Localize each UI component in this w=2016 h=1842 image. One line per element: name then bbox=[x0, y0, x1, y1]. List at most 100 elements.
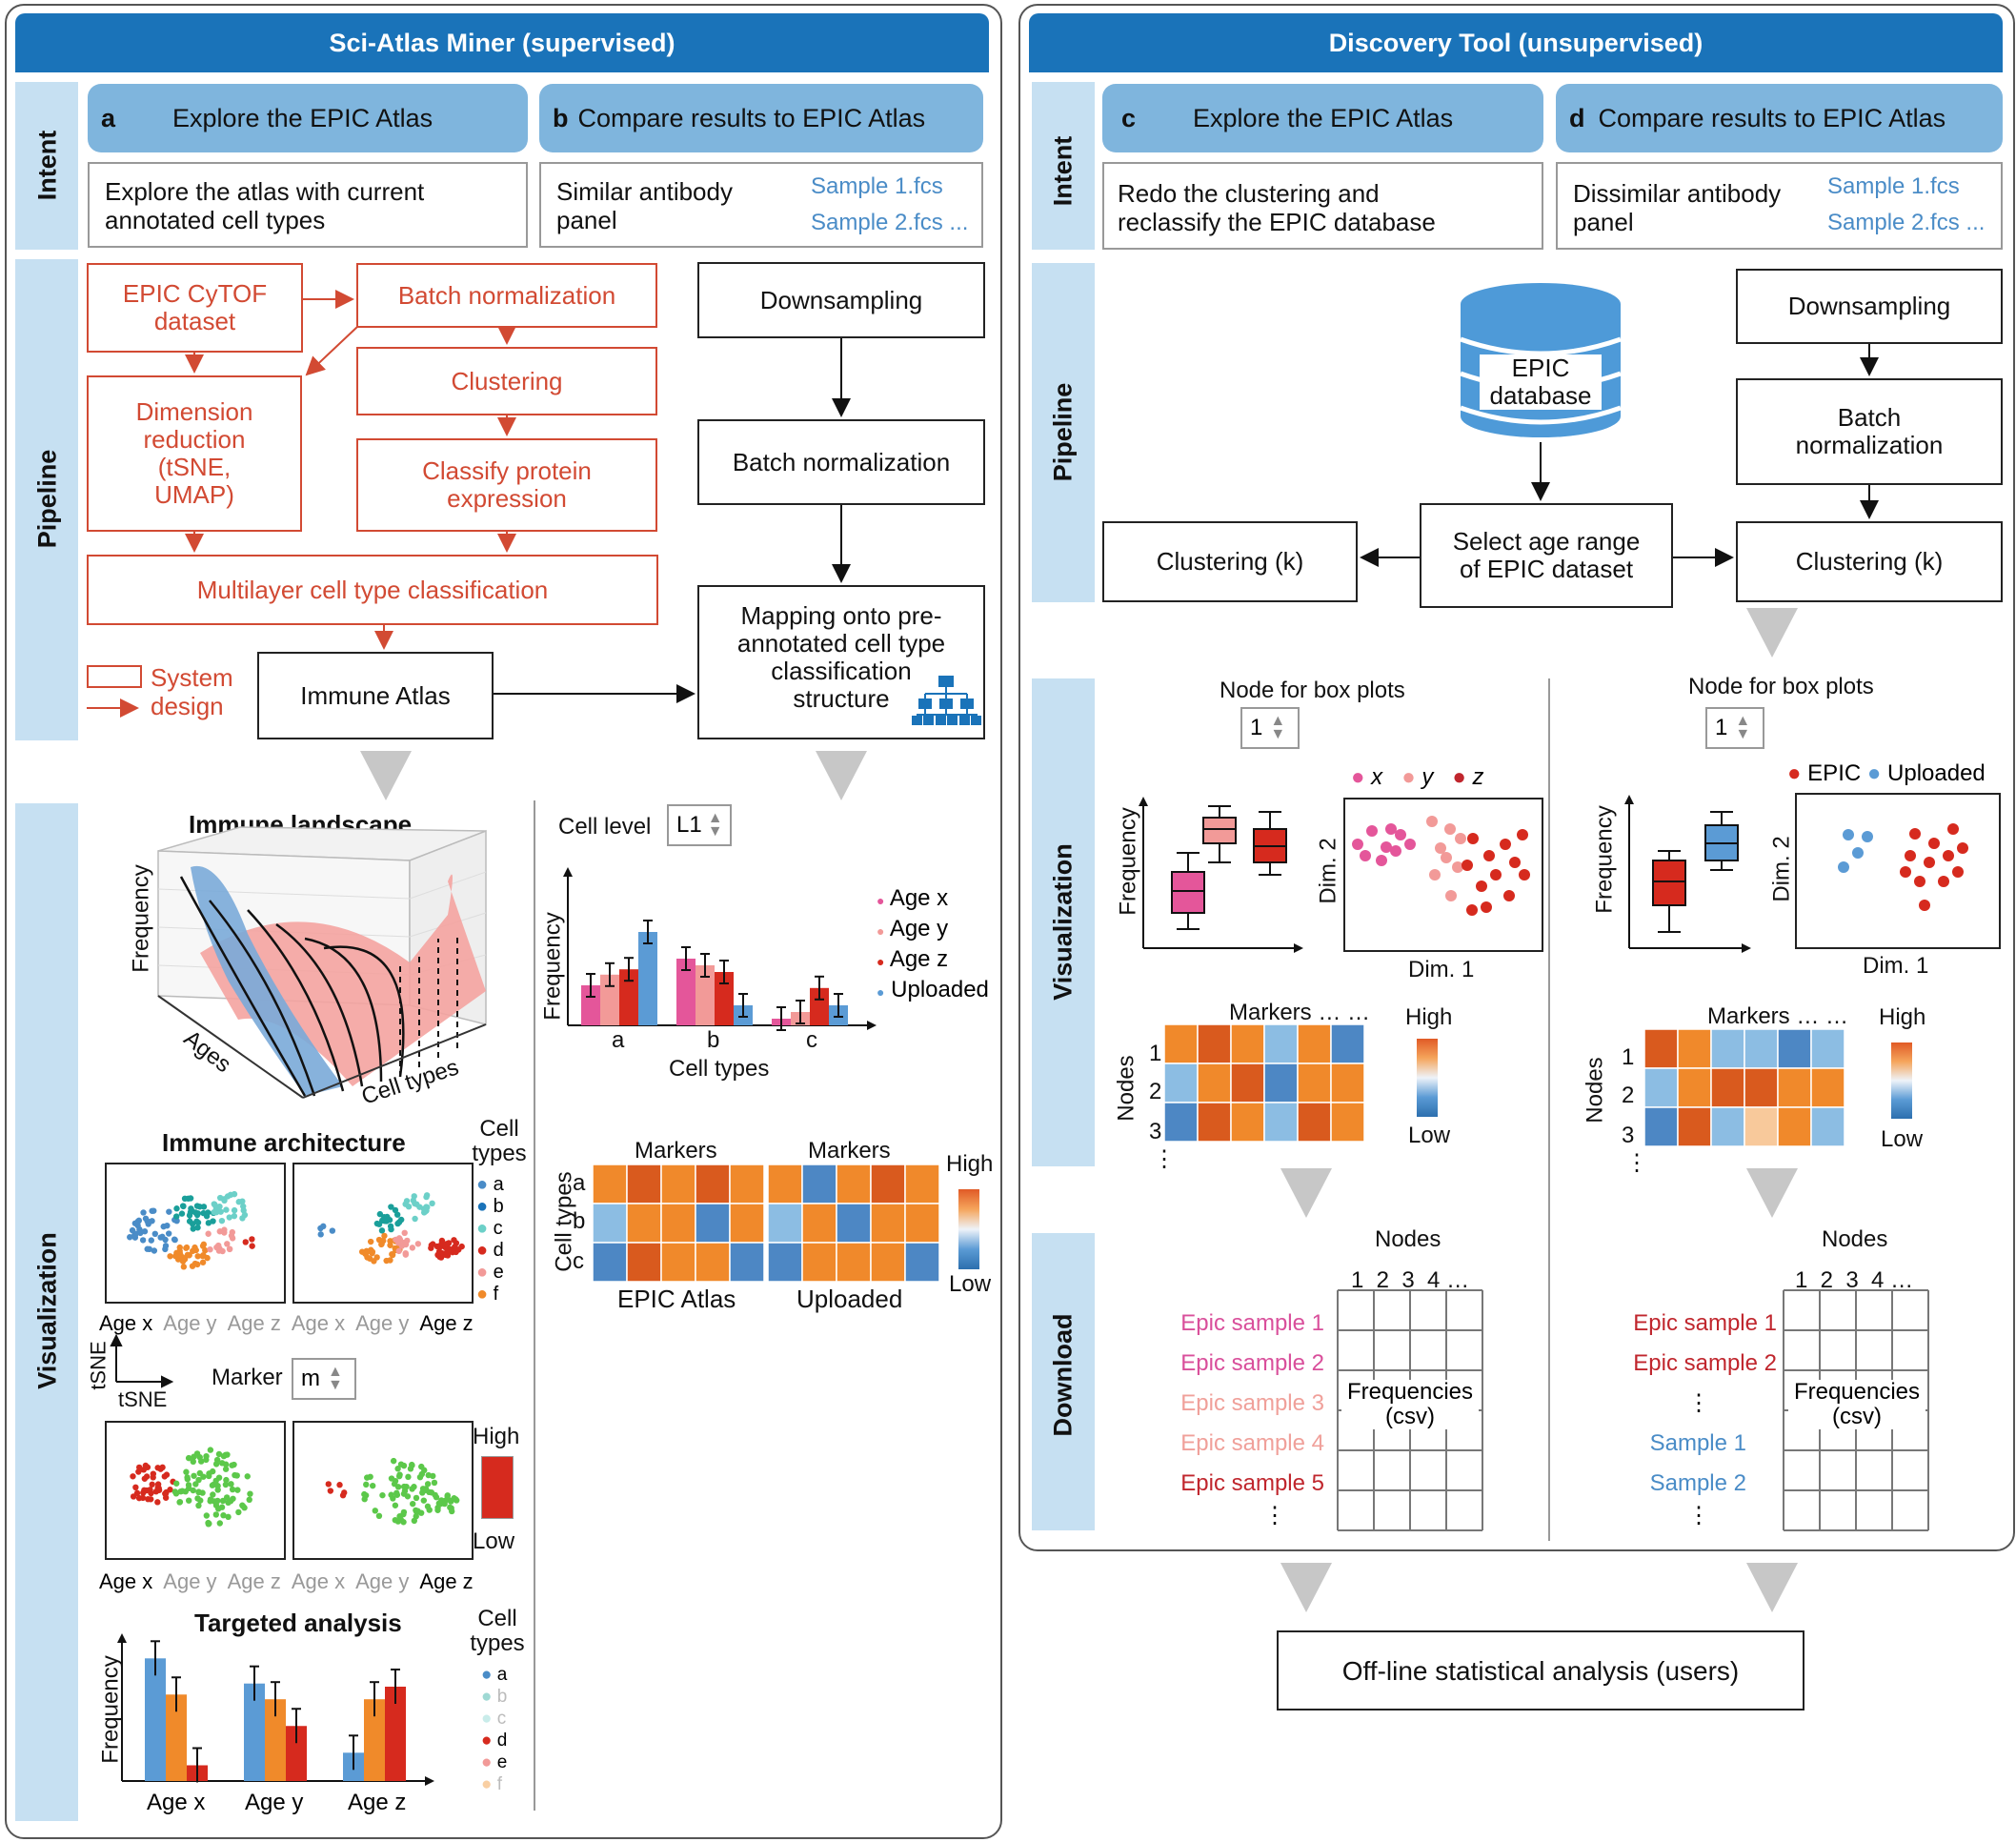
tsne4-low bbox=[424, 1503, 432, 1510]
markers-label-2: Markers bbox=[808, 1138, 891, 1164]
targeted-legend-title: Cell types bbox=[470, 1606, 525, 1656]
tsne1-e bbox=[205, 1230, 212, 1237]
batch-normalization-red: Batch normalization bbox=[356, 263, 657, 328]
intent-b-desc: Similar antibody panel bbox=[556, 177, 733, 234]
system-design-legend-box bbox=[87, 665, 142, 688]
vl-scatter-z bbox=[1462, 860, 1473, 871]
marker-stepper[interactable]: m ▲▼ bbox=[292, 1358, 356, 1400]
tsne2-b bbox=[394, 1220, 401, 1227]
tsne2-f bbox=[373, 1254, 380, 1261]
stepper-arrows-icon: ▲▼ bbox=[1270, 713, 1286, 742]
celllevel-legend-agez: ● Age z bbox=[877, 946, 949, 972]
intent-a-letter: a bbox=[101, 103, 116, 132]
epic-heatmap-cell bbox=[592, 1242, 628, 1283]
vr-heatmap-cell bbox=[1777, 1106, 1812, 1147]
tsne1-a bbox=[127, 1234, 133, 1241]
tsne1-d bbox=[249, 1236, 255, 1243]
tsne4-low2 bbox=[448, 1497, 454, 1505]
tsne1-f bbox=[193, 1261, 201, 1268]
intent-b-file1[interactable]: Sample 1.fcs bbox=[811, 173, 943, 199]
tsne1-c bbox=[221, 1197, 228, 1204]
vr-heatmap-cell bbox=[1744, 1028, 1779, 1069]
tsne2-c bbox=[422, 1208, 429, 1215]
vr-scatter-epic bbox=[1909, 828, 1921, 840]
targeted-legend-b: ● b bbox=[481, 1687, 508, 1707]
vr-scatter-epic bbox=[1900, 866, 1911, 878]
intent-d-file2[interactable]: Sample 2.fcs ... bbox=[1827, 210, 1986, 235]
right-header: Discovery Tool (unsupervised) bbox=[1029, 13, 2003, 72]
tsne3-high bbox=[155, 1487, 163, 1493]
vl-row-more: ⋮ bbox=[1153, 1146, 1176, 1172]
intent-b-title: Compare results to EPIC Atlas bbox=[577, 103, 926, 132]
arch-legend-e: ● e bbox=[476, 1262, 504, 1283]
targeted-legend-e: ● e bbox=[481, 1752, 508, 1772]
tsne1-f bbox=[194, 1253, 201, 1260]
vl-scatter-y bbox=[1441, 852, 1452, 863]
vl-node-stepper[interactable]: 1 ▲▼ bbox=[1240, 707, 1300, 749]
tsne3-low bbox=[200, 1473, 207, 1480]
uploaded-heatmap-cell bbox=[801, 1164, 837, 1204]
tsne2-f bbox=[378, 1241, 385, 1247]
intent-c-pill: c Explore the EPIC Atlas bbox=[1102, 84, 1543, 152]
celllevel-legend-uploaded: ● Uploaded bbox=[877, 977, 989, 1002]
right-intent-bar bbox=[1032, 82, 1095, 250]
celllevel-chart bbox=[563, 867, 877, 1031]
vr-heatmap-cell bbox=[1810, 1067, 1845, 1108]
vr-scatter-epic bbox=[1957, 842, 1968, 854]
dl-left-sample-5: Epic sample 5 bbox=[1180, 1470, 1324, 1496]
intent-a-desc: Explore the atlas with current annotated… bbox=[105, 177, 425, 234]
immune-atlas-box: Immune Atlas bbox=[257, 652, 494, 739]
tsne4-low bbox=[424, 1481, 432, 1488]
intent-b-file2[interactable]: Sample 2.fcs ... bbox=[811, 210, 969, 235]
vl-row-2: 2 bbox=[1149, 1079, 1162, 1104]
vl-heatmap-cell bbox=[1197, 1063, 1232, 1103]
tsne4-low bbox=[425, 1471, 432, 1479]
dl-right-sample-u2: Sample 2 bbox=[1649, 1470, 1746, 1496]
multilayer-classification: Multilayer cell type classification bbox=[87, 555, 658, 625]
right-viz-bar bbox=[1032, 678, 1095, 1166]
vl-heatmap-cell bbox=[1163, 1102, 1199, 1143]
tsne1-a bbox=[149, 1207, 155, 1214]
right-down-triangle-pipeline bbox=[1746, 608, 1798, 658]
tsne-x-label: tSNE bbox=[118, 1387, 168, 1411]
vr-scatter-epic bbox=[1928, 838, 1940, 849]
tsne3-high bbox=[154, 1499, 161, 1506]
uploaded-heatmap-cell bbox=[801, 1203, 837, 1244]
tsne2-e bbox=[401, 1239, 408, 1246]
tsne1-a bbox=[141, 1228, 149, 1235]
dl-right-sample-2: Epic sample 2 bbox=[1633, 1350, 1777, 1376]
tsne3-low bbox=[244, 1473, 251, 1480]
tsne1-c bbox=[211, 1201, 218, 1207]
tsne2-d bbox=[443, 1241, 450, 1247]
tsne1-a bbox=[164, 1222, 171, 1229]
tsne1-f bbox=[183, 1244, 191, 1251]
vr-node-stepper[interactable]: 1 ▲▼ bbox=[1705, 707, 1764, 749]
stepper-arrows-icon: ▲▼ bbox=[1735, 713, 1751, 742]
tsne4-low2 bbox=[453, 1497, 460, 1504]
vl-scatter-z bbox=[1517, 829, 1528, 840]
vr-dim1: Dim. 1 bbox=[1863, 953, 1929, 979]
tsne2-e bbox=[395, 1235, 403, 1242]
vl-row-1: 1 bbox=[1149, 1041, 1162, 1066]
intent-d-file1[interactable]: Sample 1.fcs bbox=[1827, 173, 1960, 199]
tsne3-low bbox=[219, 1497, 227, 1505]
tsne-plot-4 bbox=[292, 1421, 474, 1560]
tsne1-c bbox=[218, 1217, 226, 1225]
vr-high: High bbox=[1879, 1004, 1926, 1030]
vl-scatter-y bbox=[1455, 833, 1466, 844]
tsne3-low bbox=[229, 1486, 236, 1493]
targeted-bar bbox=[145, 1658, 166, 1781]
celllevel-stepper[interactable]: L1 ▲▼ bbox=[667, 804, 732, 846]
vr-scatter-epic bbox=[1914, 876, 1925, 887]
left-down-triangle-2 bbox=[816, 751, 867, 800]
tsne1-f bbox=[190, 1247, 196, 1255]
celllevel-bar bbox=[619, 969, 638, 1025]
select-age-box: Select age range of EPIC dataset bbox=[1420, 503, 1673, 608]
markers-uploaded: Uploaded bbox=[796, 1285, 903, 1313]
tsne4-low bbox=[394, 1484, 402, 1490]
vr-heatmap-cell bbox=[1710, 1067, 1745, 1108]
vr-node-value: 1 bbox=[1715, 715, 1728, 740]
targeted-bar bbox=[166, 1694, 187, 1781]
vl-low: Low bbox=[1408, 1123, 1451, 1148]
intent-b-desc-box: Similar antibody panel bbox=[539, 162, 983, 248]
